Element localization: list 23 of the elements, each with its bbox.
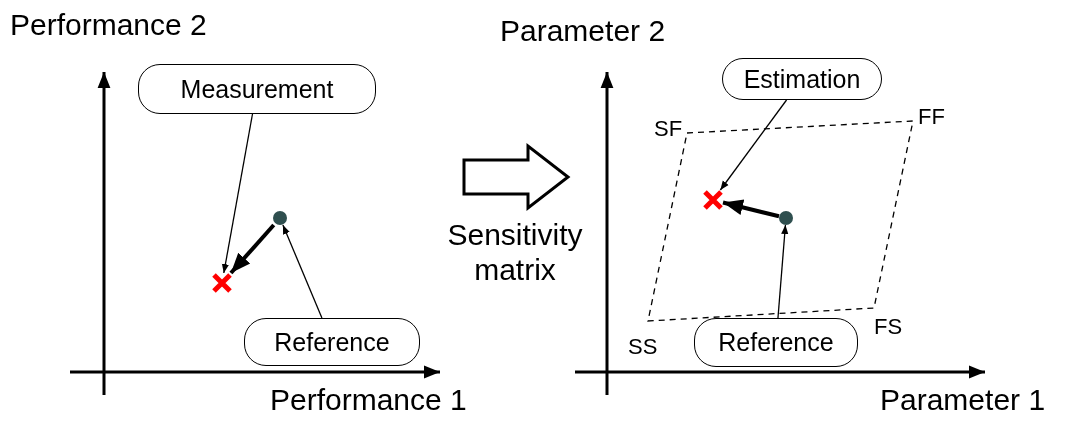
thick-arrow [229, 223, 276, 275]
callout-box: Reference [244, 318, 420, 366]
corner-label: SF [654, 116, 683, 142]
thick-arrow [722, 199, 780, 219]
corner-label: FF [918, 104, 945, 130]
arrow-caption: Sensitivity matrix [446, 218, 584, 287]
callout-box: Measurement [138, 64, 376, 114]
cross-marker [703, 190, 723, 210]
corner-label: SS [628, 334, 658, 360]
callout-box: Estimation [722, 58, 882, 100]
leader-arrow [719, 99, 788, 191]
cross-marker [212, 273, 232, 293]
leader-arrow [777, 224, 789, 319]
axis-title: Parameter 2 [500, 14, 666, 49]
axis-title: Performance 1 [270, 383, 467, 418]
axis-title: Performance 2 [10, 8, 207, 43]
point-marker [779, 211, 793, 225]
leader-arrow [282, 224, 323, 319]
axis-title: Parameter 1 [880, 383, 1046, 418]
callout-box: Reference [694, 318, 858, 367]
corner-label: FS [874, 314, 903, 340]
leader-arrow [221, 113, 254, 274]
point-marker [273, 211, 287, 225]
